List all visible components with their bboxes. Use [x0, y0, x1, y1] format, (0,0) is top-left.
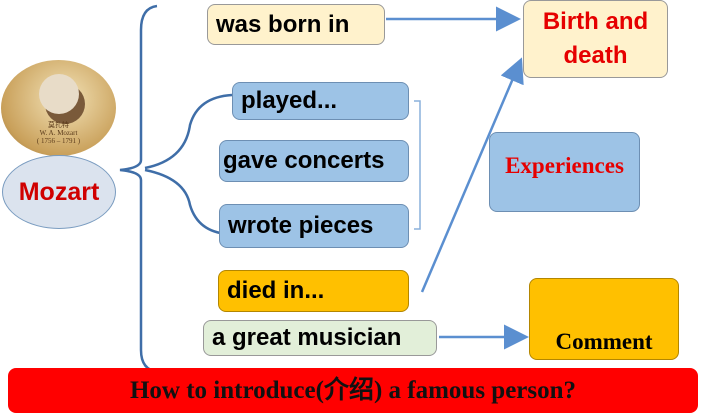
main-brace [119, 4, 159, 374]
experience-branch-bottom [144, 168, 229, 236]
connector-lines [119, 4, 529, 374]
item-musician: a great musician [203, 320, 437, 356]
category-comment: Comment [529, 278, 679, 360]
portrait-name: W. A. Mozart [39, 129, 78, 137]
title-banner: How to introduce(介绍) a famous person? [8, 368, 698, 413]
mozart-portrait: 莫扎特 W. A. Mozart ( 1756 – 1791 ) [1, 60, 116, 156]
item-concerts: gave concerts [219, 140, 409, 182]
item-pieces: wrote pieces [219, 204, 409, 248]
mozart-label: Mozart [18, 177, 100, 206]
portrait-figure [39, 74, 79, 114]
item-died: died in... [218, 270, 409, 312]
arrow-died [420, 57, 524, 293]
item-played: played... [232, 82, 409, 120]
portrait-years: ( 1756 – 1791 ) [36, 137, 81, 145]
item-born: was born in [207, 4, 385, 45]
experience-bracket [414, 100, 421, 230]
category-experiences: Experiences [489, 132, 640, 212]
portrait-name-cn: 莫扎特 [48, 121, 69, 129]
experience-branch-top [144, 93, 233, 170]
mozart-node: Mozart [2, 155, 116, 229]
banner-text: How to introduce(介绍) a famous person? [129, 377, 577, 404]
category-birth-death: Birth and death [523, 0, 668, 78]
